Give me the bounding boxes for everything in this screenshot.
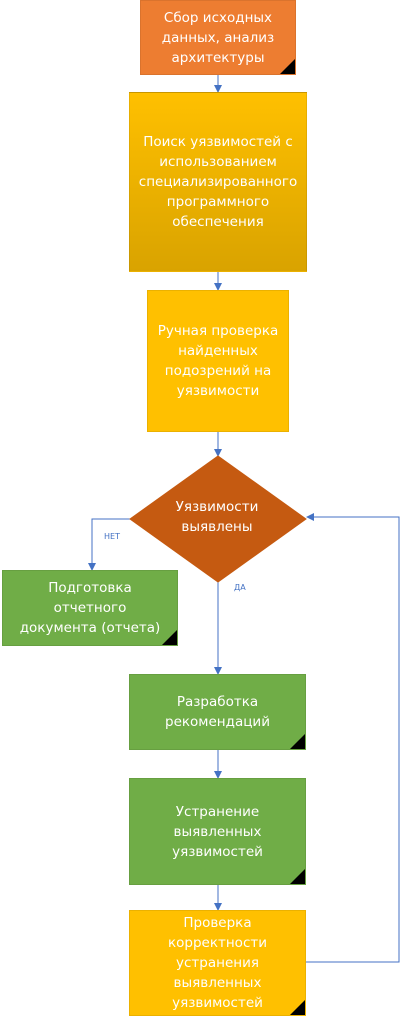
node-manual-check-label: Ручная проверка найденных подозрений на … — [157, 323, 279, 399]
decision-diamond — [129, 455, 307, 583]
edge-label-no: НЕТ — [104, 532, 120, 541]
node-prepare-report: Подготовка отчетного документа (отчета) — [2, 570, 178, 646]
corner-marker — [280, 59, 295, 74]
corner-marker — [290, 734, 305, 749]
node-verify-fixes-label: Проверка корректности устранения выявлен… — [167, 915, 268, 1011]
node-recommendations: Разработка рекомендаций — [129, 674, 306, 750]
corner-marker — [290, 869, 305, 884]
node-collect-data-label: Сбор исходных данных, анализ архитектуры — [161, 9, 275, 66]
arrow-verify-loop-to-decision — [306, 513, 400, 963]
edge-label-yes: ДА — [234, 583, 246, 592]
node-fix-vulnerabilities: Устранение выявленных уязвимостей — [129, 778, 306, 885]
node-manual-check: Ручная проверка найденных подозрений на … — [147, 290, 289, 432]
node-collect-data: Сбор исходных данных, анализ архитектуры — [140, 0, 296, 75]
node-verify-fixes: Проверка корректности устранения выявлен… — [129, 910, 306, 1016]
node-recommendations-label: Разработка рекомендаций — [165, 694, 270, 730]
node-prepare-report-label: Подготовка отчетного документа (отчета) — [19, 580, 161, 636]
node-fix-vulnerabilities-label: Устранение выявленных уязвимостей — [172, 803, 263, 860]
node-vulnerability-scan-label: Поиск уязвимостей с использованием специ… — [138, 134, 298, 230]
corner-marker — [290, 1000, 305, 1015]
decision-label: Уязвимости выявлены — [175, 499, 259, 535]
corner-marker — [162, 630, 177, 645]
arrow-decision-to-report — [88, 518, 135, 571]
node-vulnerability-scan: Поиск уязвимостей с использованием специ… — [129, 92, 307, 272]
